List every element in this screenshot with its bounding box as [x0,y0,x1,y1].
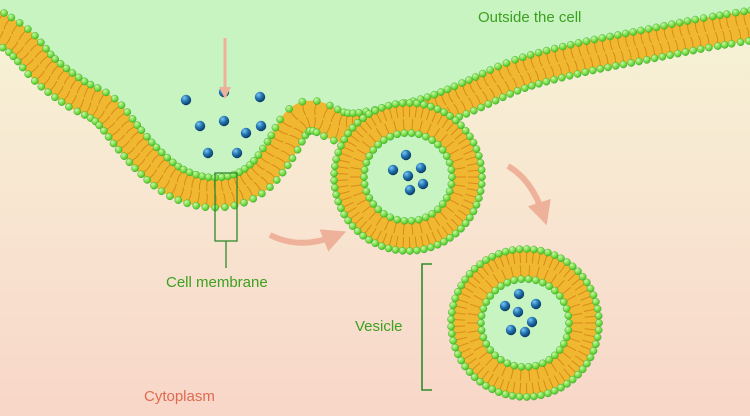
blue-sphere-icon [240,127,252,139]
blue-sphere-icon [218,115,230,127]
cell-membrane-label: Cell membrane [166,274,268,291]
blue-sphere-icon [513,288,525,300]
blue-sphere-icon [526,316,538,328]
blue-sphere-icon [194,120,206,132]
released-vesicle [447,245,603,401]
blue-sphere-icon [387,164,399,176]
cytoplasm-label: Cytoplasm [144,388,215,405]
blue-sphere-icon [519,326,531,338]
curved-arrow-icon [506,163,551,226]
blue-sphere-icon [499,300,511,312]
blue-sphere-icon [231,147,243,159]
blue-sphere-icon [417,178,429,190]
outside-cell-label: Outside the cell [478,9,582,26]
curved-arrow-icon [268,229,347,252]
blue-sphere-icon [530,298,542,310]
membrane-core [0,10,750,208]
blue-sphere-icon [254,91,266,103]
blue-sphere-icon [505,324,517,336]
blue-sphere-icon [400,149,412,161]
blue-sphere-icon [415,162,427,174]
blue-sphere-icon [512,306,524,318]
blue-sphere-icon [255,120,267,132]
vesicle-bracket [421,263,432,391]
blue-sphere-icon [402,170,414,182]
vesicle-label: Vesicle [355,318,403,335]
blue-sphere-icon [180,94,192,106]
blue-sphere-icon [404,184,416,196]
blue-sphere-icon [202,147,214,159]
cargo-molecules [180,86,542,338]
